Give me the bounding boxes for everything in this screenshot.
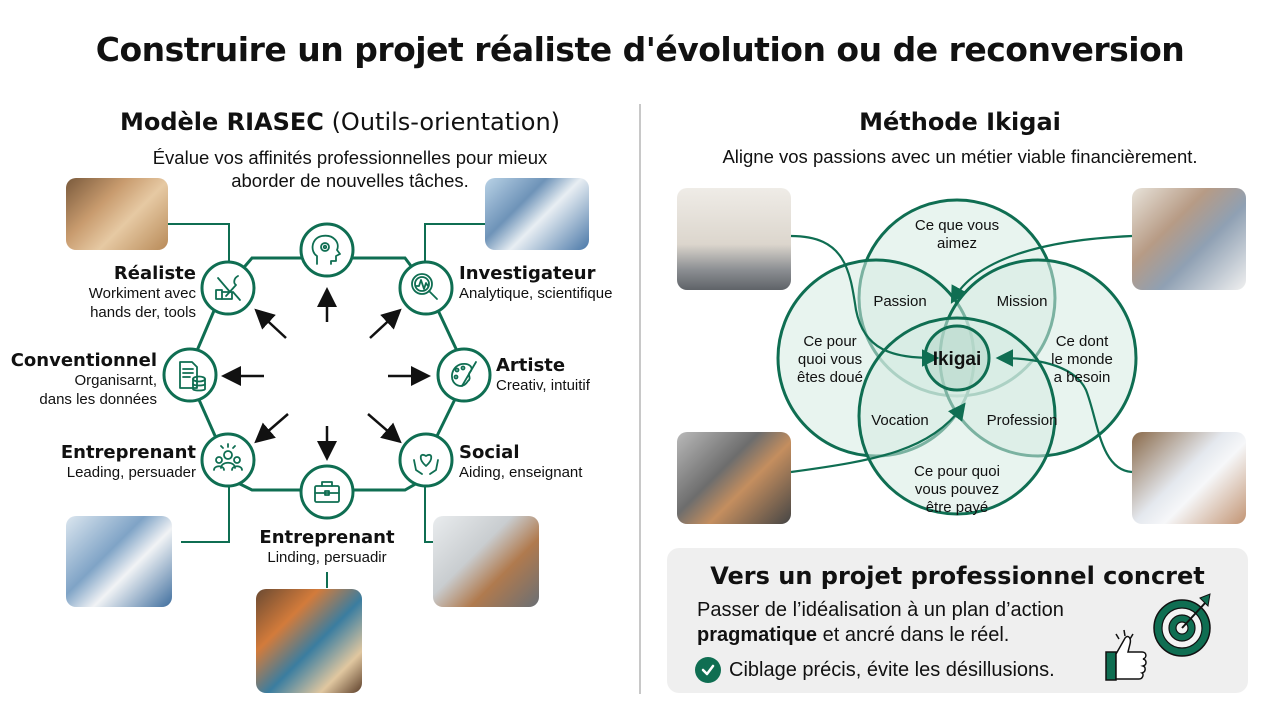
label-paid-1: Ce pour quoi: [914, 463, 1000, 480]
paycheck-photo: [1132, 432, 1246, 524]
concrete-project-box: [667, 548, 1248, 693]
target-icon: [1153, 593, 1211, 657]
palette-icon: [451, 361, 477, 387]
checkmark-icon: [695, 657, 721, 683]
node-artiste: Artiste Creativ, intuitif: [496, 355, 590, 395]
label-mission: Mission: [997, 293, 1048, 310]
craftsman-photo: [66, 178, 168, 250]
label-needs-2: le monde: [1051, 351, 1113, 368]
label-ikigai: Ikigai: [933, 349, 982, 370]
label-passion: Passion: [873, 293, 926, 310]
thumbs-up-icon: [1105, 629, 1147, 681]
riasec-hexagon-diagram: [162, 222, 492, 588]
node-label: Artiste: [496, 355, 566, 376]
node-desc: Leading, persuader: [66, 464, 196, 481]
office-worker-photo: [433, 516, 539, 607]
node-entreprenant-bottom: Entreprenant Linding, persuadir: [237, 527, 417, 567]
magnifier-chart-icon: [411, 273, 438, 300]
node-entreprenant-left: Entreprenant Leading, persuader: [20, 442, 196, 482]
tools-icon: [215, 275, 241, 301]
concrete-text-line2: pragmatique et ancré dans le réel.: [697, 623, 1117, 648]
painter-photo: [256, 589, 362, 693]
node-desc: hands der, tools: [90, 304, 196, 321]
label-love-1: Ce que vous: [915, 217, 999, 234]
briefcase-icon: [314, 481, 340, 503]
ikigai-venn-diagram: Ce que vous aimez Ce pour quoi vous êtes…: [776, 198, 1138, 516]
heart-hands-icon: [413, 453, 439, 475]
label-paid-2: vous pouvez: [915, 481, 999, 498]
node-desc: Organisarnt,: [74, 372, 157, 389]
node-desc: Aiding, enseignant: [459, 464, 583, 481]
node-desc: dans les données: [39, 391, 157, 408]
node-label: Entreprenant: [259, 527, 395, 548]
check-text: Ciblage précis, évite les désillusions.: [729, 658, 1055, 681]
node-desc: Linding, persuadir: [267, 549, 387, 566]
business-group-photo: [677, 432, 791, 524]
node-label: Investigateur: [459, 263, 596, 284]
node-investigateur: Investigateur Analytique, scientifique: [459, 263, 612, 303]
riasec-title-bold: Modèle RIASEC: [119, 108, 324, 136]
team-meeting-photo: [1132, 188, 1246, 290]
label-love-2: aimez: [937, 235, 977, 252]
label-good-3: êtes doué: [797, 369, 863, 386]
concrete-text: Passer de l’idéalisation à un plan d’act…: [697, 598, 1117, 648]
node-desc: Workiment avec: [88, 285, 196, 302]
label-needs-1: Ce dont: [1056, 333, 1109, 350]
section-divider: [639, 104, 641, 694]
team-leader-icon: [213, 443, 243, 471]
node-social: Social Aiding, enseignant: [459, 442, 582, 482]
document-database-icon: [179, 361, 206, 392]
concrete-text-rest: et ancré dans le réel.: [817, 624, 1010, 646]
node-realiste: Réaliste Workiment avec hands der, tools: [30, 263, 196, 322]
label-needs-3: a besoin: [1054, 369, 1111, 386]
ikigai-subtitle: Aligne vos passions avec un métier viabl…: [722, 146, 1198, 167]
riasec-subtitle: Évalue vos affinités professionnelles po…: [100, 146, 600, 192]
node-label: Entreprenant: [60, 442, 196, 463]
riasec-title: Modèle RIASEC (Outils-orientation): [60, 108, 620, 136]
concrete-title: Vers un projet professionnel concret: [710, 562, 1205, 590]
riasec-subtitle-line1: Évalue vos affinités professionnelles po…: [152, 147, 548, 168]
riasec-subtitle-line2: aborder de nouvelles tâches.: [231, 170, 469, 191]
label-profession: Profession: [987, 412, 1058, 429]
scientist-microscope-photo: [66, 516, 172, 607]
meditation-photo: [677, 188, 791, 290]
target-thumbs-illustration: [1105, 593, 1211, 681]
node-conventionnel: Conventionnel Organisarnt, dans les donn…: [6, 350, 157, 409]
label-good-1: Ce pour: [803, 333, 856, 350]
node-label: Social: [459, 442, 520, 463]
lab-researcher-photo: [485, 178, 589, 250]
node-label: Conventionnel: [10, 350, 157, 371]
check-row: Ciblage précis, évite les désillusions.: [695, 657, 1055, 683]
concrete-text-bold: pragmatique: [697, 624, 818, 646]
head-gear-icon: [311, 234, 341, 265]
label-good-2: quoi vous: [798, 351, 862, 368]
label-paid-3: être payé: [926, 499, 989, 516]
label-vocation: Vocation: [871, 412, 929, 429]
node-desc: Creativ, intuitif: [496, 377, 590, 394]
riasec-title-paren: (Outils-orientation): [331, 108, 561, 136]
main-title: Construire un projet réaliste d'évolutio…: [95, 30, 1185, 69]
ikigai-title: Méthode Ikigai: [859, 108, 1061, 136]
node-label: Réaliste: [113, 263, 196, 284]
concrete-text-line1: Passer de l’idéalisation à un plan d’act…: [697, 599, 1064, 621]
node-desc: Analytique, scientifique: [459, 285, 613, 302]
